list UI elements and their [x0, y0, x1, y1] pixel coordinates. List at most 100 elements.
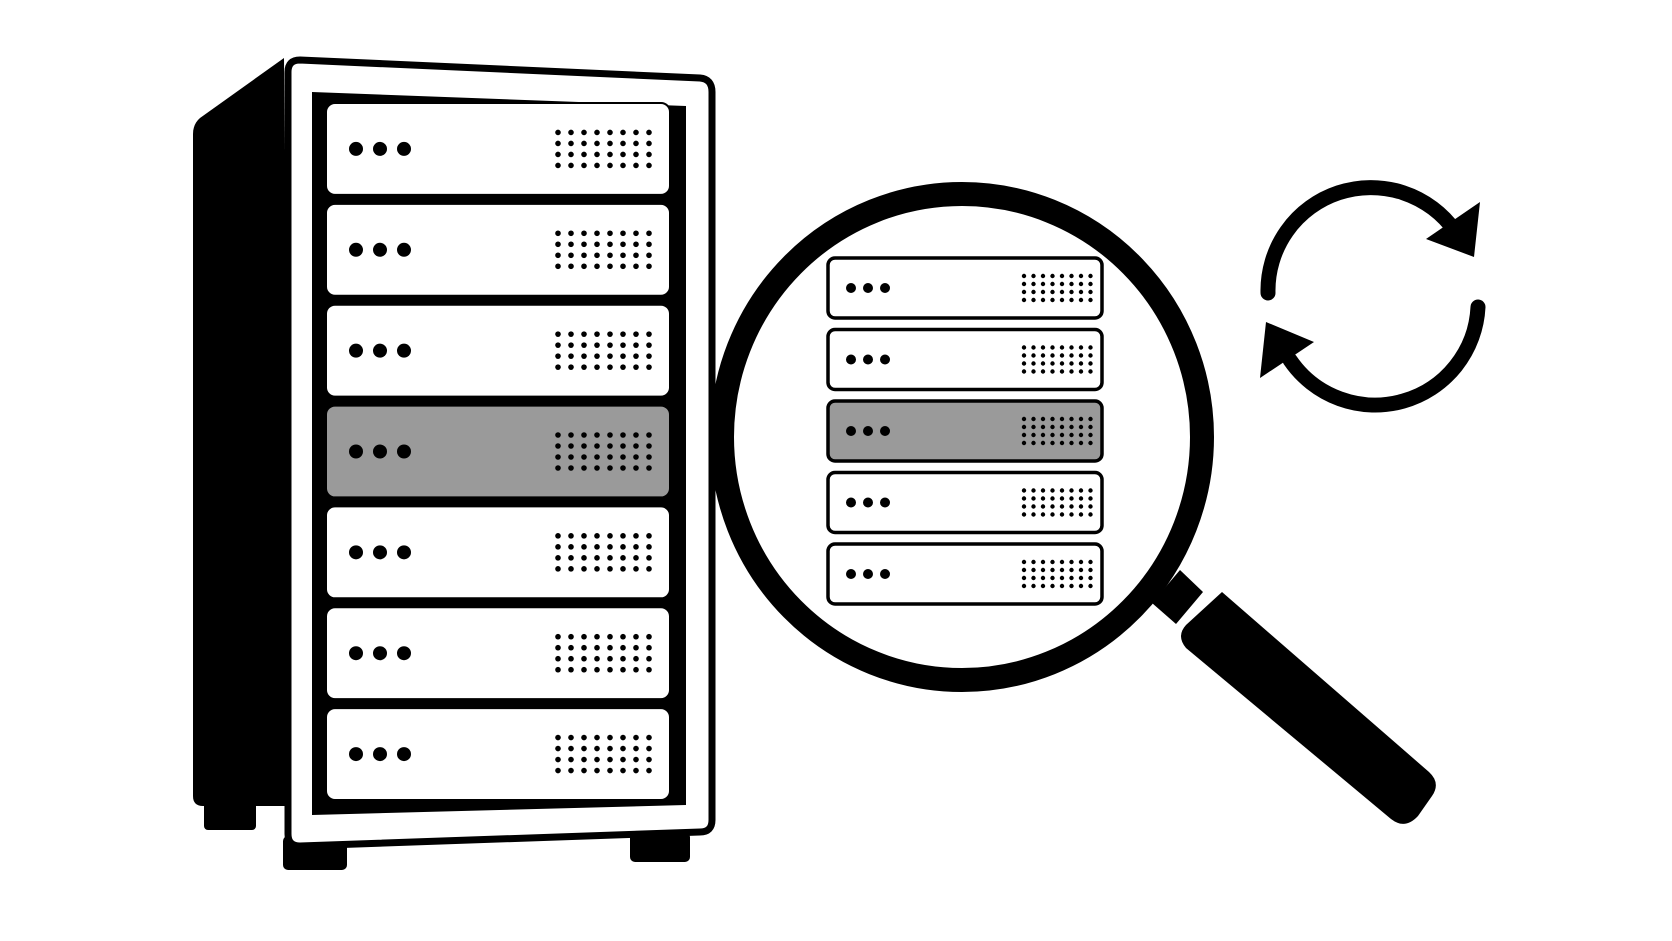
vent-hole: [1069, 353, 1074, 358]
vent-hole: [1059, 440, 1065, 446]
status-led-icon: [373, 141, 387, 156]
status-led-icon: [349, 545, 363, 560]
vent-hole: [594, 364, 600, 370]
rack-unit: [325, 202, 671, 297]
vent-hole: [646, 544, 652, 550]
vent-hole: [1059, 575, 1065, 581]
vent-hole: [1031, 361, 1036, 366]
vent-hole: [1050, 512, 1055, 517]
vent-hole: [620, 151, 626, 158]
status-led-icon: [397, 747, 411, 762]
vent-grid-icon: [555, 734, 652, 774]
vent-hole: [633, 263, 639, 270]
vent-hole: [633, 241, 639, 248]
vent-hole: [607, 129, 613, 136]
vent-hole: [607, 767, 613, 774]
vent-hole: [1050, 353, 1055, 358]
vent-hole: [1088, 575, 1093, 581]
vent-hole: [620, 734, 626, 741]
vent-hole: [1040, 575, 1046, 581]
vent-hole: [633, 129, 639, 136]
vent-hole: [594, 230, 600, 237]
vent-hole: [1031, 504, 1036, 509]
vent-hole: [646, 140, 652, 147]
vent-hole: [607, 353, 613, 359]
vent-hole: [620, 162, 626, 169]
vent-hole: [1021, 567, 1027, 573]
vent-hole: [1021, 345, 1027, 350]
vent-hole: [1031, 583, 1036, 589]
vent-hole: [620, 443, 626, 449]
vent-hole: [1050, 273, 1055, 279]
vent-hole: [555, 566, 561, 572]
vent-hole: [646, 465, 652, 471]
vent-hole: [607, 756, 613, 763]
vent-hole: [555, 151, 561, 158]
vent-hole: [1021, 353, 1027, 358]
status-led-icon: [846, 354, 856, 365]
magnifying-glass-icon: [710, 182, 1436, 824]
status-led-icon: [880, 354, 890, 365]
vent-hole: [581, 140, 587, 147]
vent-hole: [620, 252, 626, 259]
vent-hole: [1040, 440, 1046, 446]
vent-hole: [1078, 504, 1084, 509]
vent-hole: [633, 633, 639, 640]
vent-hole: [633, 162, 639, 169]
vent-hole: [646, 129, 652, 136]
refresh-lower-arrowhead: [1260, 322, 1314, 378]
vent-hole: [646, 633, 652, 640]
rack-unit-panel: [325, 102, 671, 196]
vent-hole: [568, 230, 574, 237]
vent-hole: [633, 252, 639, 259]
vent-hole: [620, 666, 626, 673]
vent-hole: [594, 666, 600, 673]
vent-hole: [1078, 345, 1084, 350]
vent-hole: [581, 666, 587, 673]
vent-hole: [581, 129, 587, 136]
vent-hole: [607, 644, 613, 651]
vent-hole: [568, 443, 574, 449]
vent-hole: [581, 734, 587, 741]
vent-hole: [1078, 369, 1084, 374]
status-led-icon: [880, 569, 890, 579]
vent-hole: [568, 465, 574, 471]
vent-hole: [607, 745, 613, 752]
vent-hole: [594, 465, 600, 471]
status-led-icon: [373, 444, 387, 459]
status-led-icon: [863, 426, 873, 436]
vent-hole: [581, 432, 587, 438]
vent-hole: [581, 566, 587, 572]
vent-hole: [594, 756, 600, 763]
vent-hole: [1088, 361, 1093, 366]
status-led-icon: [846, 497, 856, 508]
status-led-icon: [880, 426, 890, 436]
vent-hole: [1021, 361, 1027, 366]
vent-hole: [568, 263, 574, 270]
status-led-icon: [397, 242, 411, 257]
vent-hole: [555, 734, 561, 741]
vent-hole: [1088, 353, 1093, 358]
vent-hole: [555, 129, 561, 136]
vent-hole: [1088, 504, 1093, 509]
vent-hole: [581, 331, 587, 337]
vent-hole: [1031, 488, 1036, 493]
vent-hole: [1021, 424, 1027, 430]
vent-hole: [568, 767, 574, 774]
vent-hole: [620, 432, 626, 438]
refresh-upper-arc: [1260, 180, 1463, 301]
vent-grid-icon: [555, 633, 652, 673]
vent-hole: [1078, 281, 1084, 287]
vent-hole: [1031, 289, 1036, 295]
vent-hole: [555, 342, 561, 348]
vent-hole: [1069, 575, 1074, 581]
vent-hole: [555, 745, 561, 752]
vent-hole: [607, 151, 613, 158]
vent-hole: [646, 241, 652, 248]
vent-hole: [607, 241, 613, 248]
vent-hole: [1069, 416, 1074, 422]
vent-hole: [1021, 273, 1027, 279]
vent-hole: [646, 353, 652, 359]
vent-hole: [555, 544, 561, 550]
